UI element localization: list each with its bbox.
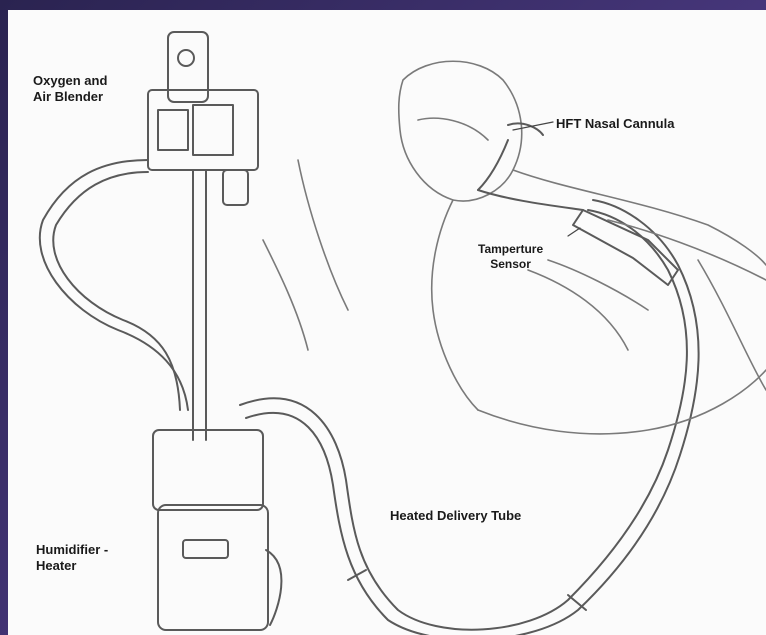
blender-label: Oxygen and Air Blender (33, 73, 107, 105)
cannula-label: HFT Nasal Cannula (556, 116, 674, 132)
iv-pole (193, 170, 206, 440)
humidifier-label: Humidifier - Heater (36, 542, 108, 574)
tube-label: Heated Delivery Tube (390, 508, 521, 524)
humidifier-label-line2: Heater (36, 558, 108, 574)
blender-hose (40, 160, 188, 410)
humidifier-label-line1: Humidifier - (36, 542, 108, 558)
equipment-illustration (8, 10, 766, 635)
heated-delivery-tube (240, 210, 687, 630)
sensor-segment (573, 210, 678, 285)
sensor-label-line2: Sensor (478, 257, 543, 272)
humidifier-unit (153, 430, 281, 630)
blender-unit (148, 32, 258, 205)
blender-label-line2: Air Blender (33, 89, 107, 105)
sensor-label-line1: Tamperture (478, 242, 543, 257)
diagram-panel: Oxygen and Air Blender HFT Nasal Cannula… (8, 10, 766, 635)
sensor-label: Tamperture Sensor (478, 242, 543, 272)
blender-label-line1: Oxygen and (33, 73, 107, 89)
